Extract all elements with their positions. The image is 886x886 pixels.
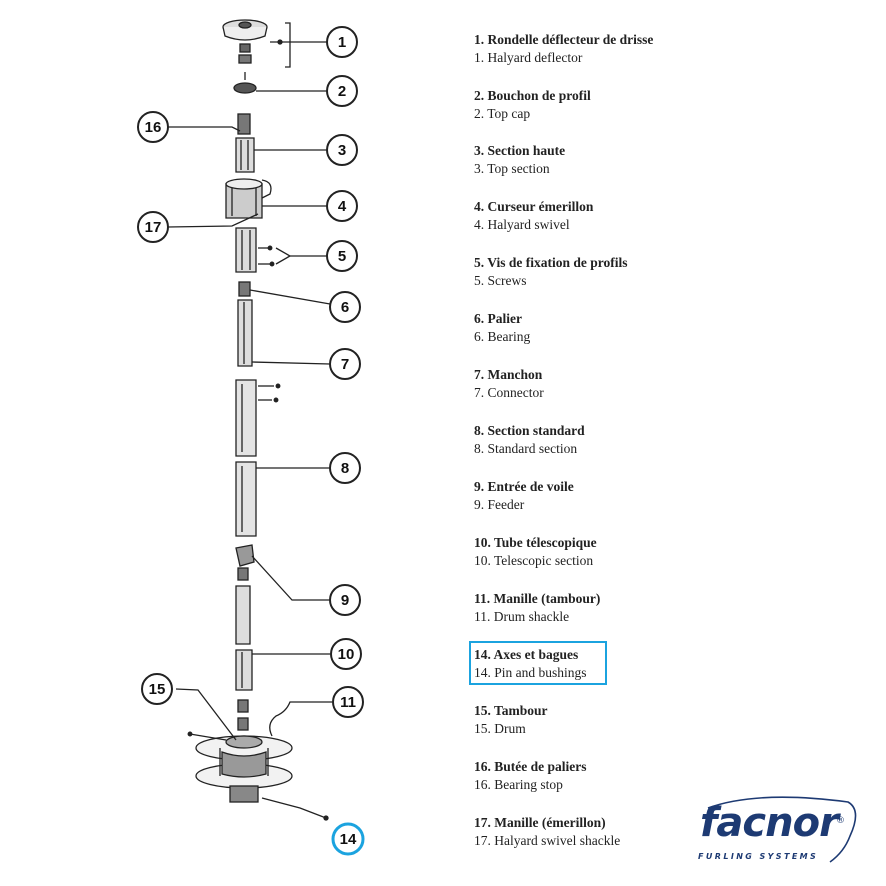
legend-item-highlighted: 14. Axes et bagues 14. Pin and bushings bbox=[469, 641, 734, 685]
legend-fr: 3. Section haute bbox=[474, 143, 566, 158]
legend-item: 9. Entrée de voile 9. Feeder bbox=[474, 478, 734, 514]
callout-17: 17 bbox=[137, 211, 169, 243]
svg-text:5: 5 bbox=[338, 248, 346, 265]
halyard-deflector-part bbox=[222, 19, 283, 64]
legend-fr: 9. Entrée de voile bbox=[474, 479, 574, 494]
callout-11: 11 bbox=[332, 686, 364, 718]
top-cap-part bbox=[233, 72, 257, 94]
callout-14: 14 bbox=[331, 822, 365, 856]
svg-text:9: 9 bbox=[341, 592, 349, 609]
legend-en: 7. Connector bbox=[474, 385, 544, 400]
callout-10: 10 bbox=[330, 638, 362, 670]
svg-text:16: 16 bbox=[145, 119, 162, 136]
legend-fr: 17. Manille (émerillon) bbox=[474, 815, 606, 830]
legend-fr: 15. Tambour bbox=[474, 703, 548, 718]
legend-fr: 14. Axes et bagues bbox=[474, 647, 579, 662]
legend-en: 5. Screws bbox=[474, 273, 527, 288]
svg-text:1: 1 bbox=[338, 34, 346, 51]
callout-6: 6 bbox=[329, 291, 361, 323]
callout-9: 9 bbox=[329, 584, 361, 616]
svg-text:11: 11 bbox=[340, 694, 356, 711]
legend-fr: 10. Tube télescopique bbox=[474, 535, 597, 550]
legend-en: 2. Top cap bbox=[474, 106, 531, 121]
legend-fr: 8. Section standard bbox=[474, 423, 585, 438]
legend-en: 14. Pin and bushings bbox=[474, 665, 587, 680]
telescopic-section-part bbox=[235, 567, 253, 691]
legend-en: 4. Halyard swivel bbox=[474, 217, 570, 232]
registered-mark-icon: ® bbox=[836, 816, 845, 826]
svg-text:17: 17 bbox=[145, 219, 162, 236]
legend-item: 11. Manille (tambour) 11. Drum shackle bbox=[474, 590, 734, 626]
legend-fr: 6. Palier bbox=[474, 311, 522, 326]
legend-item: 4. Curseur émerillon 4. Halyard swivel bbox=[474, 198, 734, 234]
legend-en: 11. Drum shackle bbox=[474, 609, 570, 624]
legend-item: 7. Manchon 7. Connector bbox=[474, 366, 734, 402]
halyard-swivel-part bbox=[225, 178, 272, 219]
callout-4: 4 bbox=[326, 190, 358, 222]
callout-3: 3 bbox=[326, 134, 358, 166]
legend-item: 1. Rondelle déflecteur de drisse 1. Haly… bbox=[474, 31, 734, 67]
top-section-part bbox=[235, 137, 255, 173]
callout-2: 2 bbox=[326, 75, 358, 107]
legend-fr: 16. Butée de paliers bbox=[474, 759, 587, 774]
screws-part bbox=[235, 227, 275, 273]
svg-text:2: 2 bbox=[338, 83, 346, 100]
callout-1: 1 bbox=[326, 26, 358, 58]
callout-7: 7 bbox=[329, 348, 361, 380]
legend-en: 1. Halyard deflector bbox=[474, 50, 583, 65]
svg-text:7: 7 bbox=[341, 356, 349, 373]
legend-item: 8. Section standard 8. Standard section bbox=[474, 422, 734, 458]
callout-15: 15 bbox=[141, 673, 173, 705]
svg-text:4: 4 bbox=[338, 198, 347, 215]
legend-en: 10. Telescopic section bbox=[474, 553, 594, 568]
legend-item: 17. Manille (émerillon) 17. Halyard swiv… bbox=[474, 814, 734, 850]
callout-5: 5 bbox=[326, 240, 358, 272]
legend-en: 3. Top section bbox=[474, 161, 550, 176]
legend-en: 15. Drum bbox=[474, 721, 526, 736]
legend-en: 8. Standard section bbox=[474, 441, 578, 456]
legend-item: 3. Section haute 3. Top section bbox=[474, 142, 734, 178]
svg-text:3: 3 bbox=[338, 142, 346, 159]
legend-item: 2. Bouchon de profil 2. Top cap bbox=[474, 87, 734, 123]
logo-tagline: FURLING SYSTEMS bbox=[698, 852, 819, 861]
svg-text:8: 8 bbox=[341, 460, 349, 477]
legend-en: 16. Bearing stop bbox=[474, 777, 563, 792]
legend-fr: 5. Vis de fixation de profils bbox=[474, 255, 628, 270]
legend-item: 6. Palier 6. Bearing bbox=[474, 310, 734, 346]
svg-text:6: 6 bbox=[341, 299, 349, 316]
connector-part bbox=[237, 299, 253, 367]
legend-item: 5. Vis de fixation de profils 5. Screws bbox=[474, 254, 734, 290]
legend-fr: 7. Manchon bbox=[474, 367, 543, 382]
legend-fr: 4. Curseur émerillon bbox=[474, 199, 594, 214]
legend-fr: 1. Rondelle déflecteur de drisse bbox=[474, 32, 654, 47]
drum-part bbox=[187, 731, 293, 803]
legend-item: 10. Tube télescopique 10. Telescopic sec… bbox=[474, 534, 734, 570]
legend-item: 15. Tambour 15. Drum bbox=[474, 702, 734, 738]
svg-text:14: 14 bbox=[340, 831, 357, 848]
legend-item: 16. Butée de paliers 16. Bearing stop bbox=[474, 758, 734, 794]
standard-section-part bbox=[235, 379, 281, 537]
callout-16: 16 bbox=[137, 111, 169, 143]
legend-en: 17. Halyard swivel shackle bbox=[474, 833, 621, 848]
legend-en: 6. Bearing bbox=[474, 329, 531, 344]
logo-swoosh-icon bbox=[707, 796, 857, 863]
svg-text:10: 10 bbox=[338, 646, 355, 663]
callout-8: 8 bbox=[329, 452, 361, 484]
legend-fr: 11. Manille (tambour) bbox=[474, 591, 601, 606]
logo-wordmark: facnor bbox=[700, 800, 839, 846]
svg-text:15: 15 bbox=[149, 681, 166, 698]
facnor-logo: facnor ® FURLING SYSTEMS bbox=[698, 796, 858, 866]
legend-en: 9. Feeder bbox=[474, 497, 525, 512]
legend-fr: 2. Bouchon de profil bbox=[474, 88, 591, 103]
